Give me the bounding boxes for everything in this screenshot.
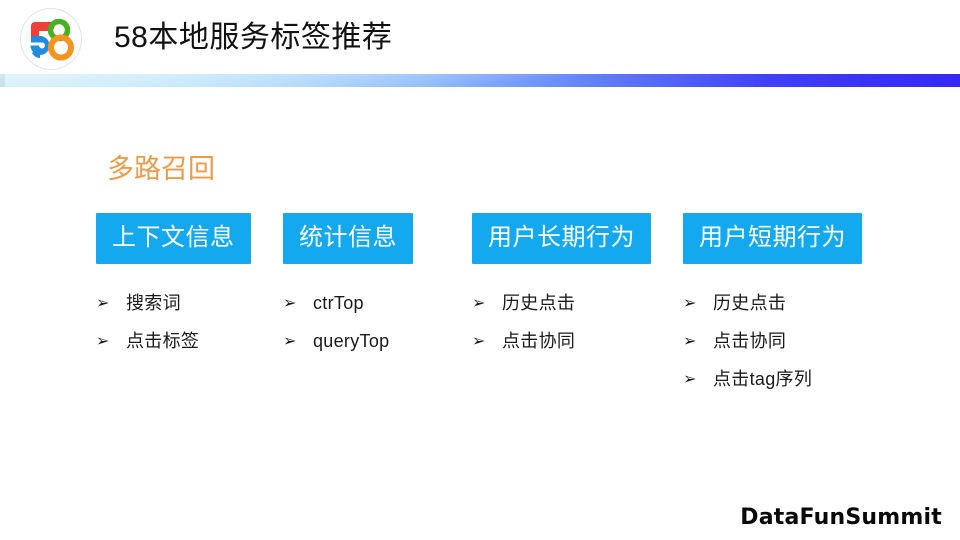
list-item-label: 历史点击 — [713, 293, 787, 313]
arrow-bullet-icon: ➢ — [683, 293, 697, 312]
list-item-label: 点击tag序列 — [713, 369, 813, 389]
list-item: ➢ 点击协同 — [683, 330, 862, 352]
list-item: ➢ queryTop — [283, 330, 413, 352]
arrow-bullet-icon: ➢ — [683, 331, 697, 350]
58-logo-glyph — [30, 18, 74, 61]
slide-header: 58本地服务标签推荐 — [0, 0, 960, 74]
list-item: ➢ 点击协同 — [472, 330, 651, 352]
arrow-bullet-icon: ➢ — [283, 293, 297, 312]
column-header-box-1[interactable]: 统计信息 — [283, 213, 413, 264]
arrow-bullet-icon: ➢ — [683, 369, 697, 388]
page-title: 58本地服务标签推荐 — [114, 21, 393, 54]
bullet-list-2: ➢ 历史点击 ➢ 点击协同 — [472, 292, 651, 352]
datafunsummit-brand: DataFunSummit — [740, 505, 942, 530]
arrow-bullet-icon: ➢ — [283, 331, 297, 350]
list-item-label: 历史点击 — [502, 293, 576, 313]
list-item: ➢ 点击tag序列 — [683, 368, 862, 390]
list-item: ➢ 搜索词 — [96, 292, 251, 314]
header-divider-rule — [0, 74, 960, 87]
58-logo — [20, 8, 82, 70]
section-heading: 多路召回 — [107, 154, 215, 184]
recall-column-statistics: 统计信息 ➢ ctrTop ➢ queryTop — [283, 213, 413, 368]
arrow-bullet-icon: ➢ — [96, 293, 110, 312]
recall-column-long-term-behavior: 用户长期行为 ➢ 历史点击 ➢ 点击协同 — [472, 213, 651, 368]
list-item-label: 搜索词 — [126, 293, 181, 313]
list-item: ➢ ctrTop — [283, 292, 413, 314]
arrow-bullet-icon: ➢ — [472, 331, 486, 350]
list-item: ➢ 点击标签 — [96, 330, 251, 352]
list-item: ➢ 历史点击 — [472, 292, 651, 314]
bullet-list-1: ➢ ctrTop ➢ queryTop — [283, 292, 413, 352]
bullet-list-3: ➢ 历史点击 ➢ 点击协同 ➢ 点击tag序列 — [683, 292, 862, 390]
column-header-box-3[interactable]: 用户短期行为 — [683, 213, 862, 264]
arrow-bullet-icon: ➢ — [472, 293, 486, 312]
recall-columns: 上下文信息 ➢ 搜索词 ➢ 点击标签 统计信息 ➢ ctrTop — [0, 213, 960, 413]
list-item: ➢ 历史点击 — [683, 292, 862, 314]
column-header-box-0[interactable]: 上下文信息 — [96, 213, 251, 264]
list-item-label: 点击协同 — [713, 331, 787, 351]
list-item-label: 点击协同 — [502, 331, 576, 351]
recall-column-short-term-behavior: 用户短期行为 ➢ 历史点击 ➢ 点击协同 ➢ 点击tag序列 — [683, 213, 862, 406]
column-header-box-2[interactable]: 用户长期行为 — [472, 213, 651, 264]
list-item-label: ctrTop — [313, 293, 364, 313]
list-item-label: queryTop — [313, 331, 390, 351]
arrow-bullet-icon: ➢ — [96, 331, 110, 350]
bullet-list-0: ➢ 搜索词 ➢ 点击标签 — [96, 292, 251, 352]
recall-column-context: 上下文信息 ➢ 搜索词 ➢ 点击标签 — [96, 213, 251, 368]
list-item-label: 点击标签 — [126, 331, 200, 351]
